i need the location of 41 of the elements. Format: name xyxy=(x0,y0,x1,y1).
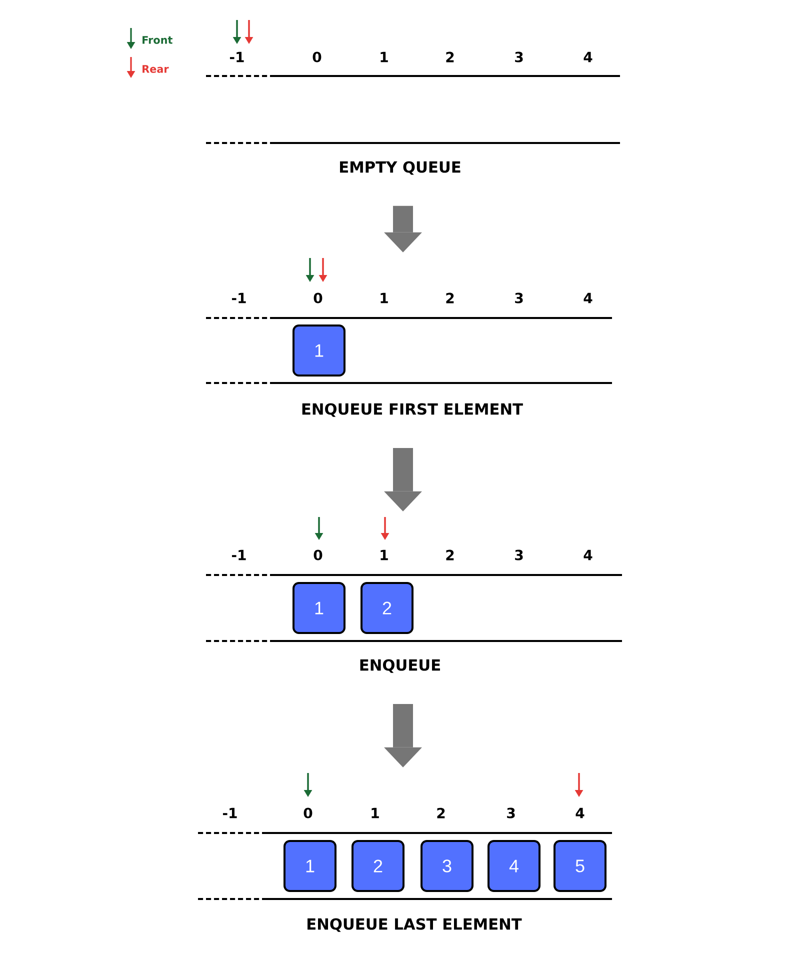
step-arrow xyxy=(384,704,422,768)
element-box: 1 xyxy=(292,582,346,634)
element-box: 2 xyxy=(360,582,414,634)
index-label: -1 xyxy=(232,292,246,304)
queue-caption: ENQUEUE xyxy=(360,659,440,673)
index-label: 0 xyxy=(314,292,322,304)
index-label: 0 xyxy=(312,52,322,62)
index-label: 1 xyxy=(380,292,388,304)
element-box: 1 xyxy=(284,840,336,892)
index-label: 1 xyxy=(372,808,379,818)
index-label: 3 xyxy=(515,292,523,304)
index-label: 3 xyxy=(507,808,515,818)
index-label: -1 xyxy=(222,808,237,818)
queue-caption: ENQUEUE FIRST ELEMENT xyxy=(302,403,523,417)
index-label: -1 xyxy=(232,550,246,560)
index-label: 3 xyxy=(515,52,523,62)
step-arrow xyxy=(384,448,422,512)
element-box: 5 xyxy=(554,840,606,892)
index-label: 2 xyxy=(437,808,445,818)
queue-caption: ENQUEUE LAST ELEMENT xyxy=(308,918,522,932)
index-label: 3 xyxy=(515,550,523,560)
index-label: 4 xyxy=(576,808,584,818)
index-label: 1 xyxy=(380,550,388,560)
element-box: 2 xyxy=(352,840,404,892)
index-label: 2 xyxy=(446,52,454,62)
legend-label: Front xyxy=(142,36,172,44)
index-label: -1 xyxy=(230,52,244,62)
index-label: 1 xyxy=(380,52,388,62)
queue-caption: EMPTY QUEUE xyxy=(340,161,460,175)
element-box: 4 xyxy=(488,840,540,892)
legend-label: Rear xyxy=(142,65,169,73)
index-label: 0 xyxy=(304,808,312,818)
index-label: 4 xyxy=(584,52,592,62)
element-box: 3 xyxy=(420,840,474,892)
index-label: 0 xyxy=(314,550,322,560)
step-arrow xyxy=(384,206,422,252)
index-label: 4 xyxy=(584,550,592,560)
index-label: 2 xyxy=(446,550,454,560)
element-box: 1 xyxy=(292,324,346,376)
index-label: 2 xyxy=(446,292,454,304)
index-label: 4 xyxy=(584,292,592,304)
